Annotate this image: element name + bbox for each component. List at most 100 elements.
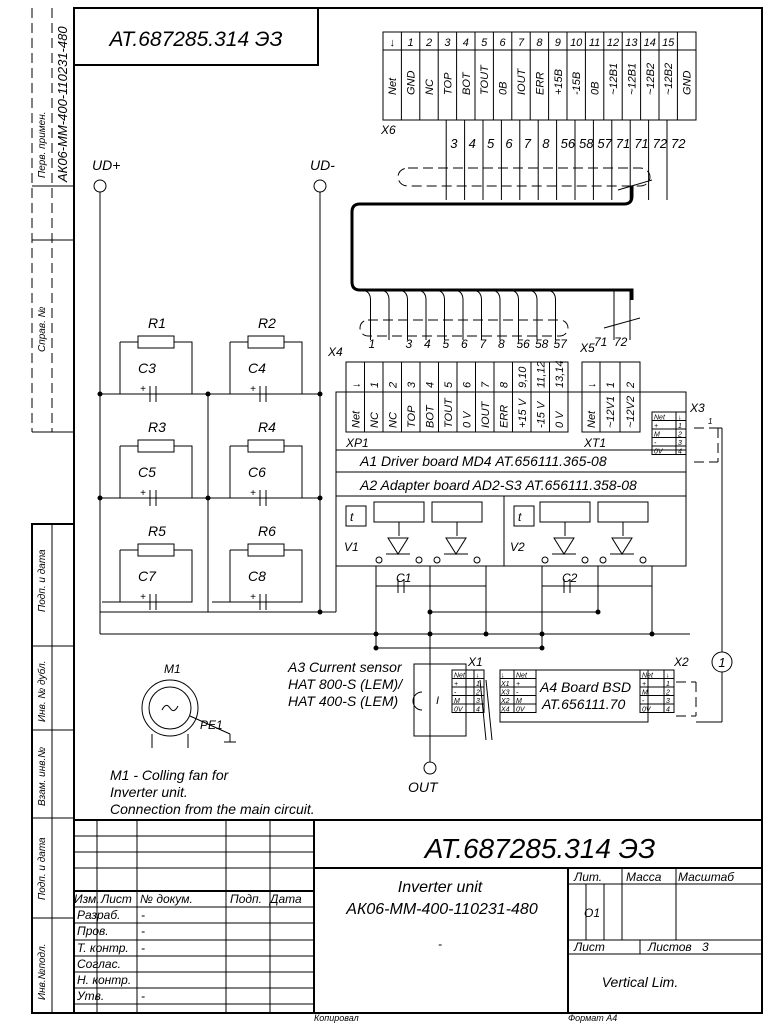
podp-data-label-2: Подп. и дата: [37, 837, 48, 900]
capacitor-label: C4: [248, 360, 266, 376]
inv-podl-label: Инв.№подл.: [37, 944, 48, 1001]
a1-label: A1 Driver board MD4 АТ.656111.365-08: [359, 453, 607, 469]
fan-inner-circle: [148, 686, 192, 730]
x1-cell-text: 1: [476, 681, 480, 688]
igbt-transistor: [431, 501, 483, 523]
x4-label: X4: [327, 345, 343, 359]
x3-cell-text: 3: [678, 440, 682, 447]
x4-pin-number: 3: [406, 381, 418, 388]
tb-role: Разраб.: [77, 908, 120, 922]
a4-cell-text: X1: [500, 681, 510, 688]
resistor-body: [137, 543, 175, 557]
ud-minus-terminal: [313, 179, 327, 193]
x3-cell-text: ↓: [678, 415, 682, 422]
x4-wire: [378, 289, 390, 340]
m1-note-3: Connection from the main circuit.: [110, 801, 315, 817]
rc-wire: [229, 549, 303, 603]
resistor-body: [247, 439, 285, 453]
junction-dot: [317, 391, 323, 397]
x1-cell-text: +: [454, 681, 458, 688]
cable-marker-number: 1: [718, 655, 725, 670]
a3-i-label: I: [436, 695, 439, 707]
x6-pin-number: 2: [425, 37, 432, 49]
hdr-podp: Подп.: [230, 892, 262, 906]
junction-dot: [427, 609, 433, 615]
x6-pin-number: 4: [463, 37, 469, 49]
igbt-transistor: [539, 501, 591, 523]
x2-cell-text: -: [642, 698, 645, 705]
resistor-label: R6: [258, 523, 276, 539]
x6-wire-number: 71: [616, 136, 630, 151]
x2-cell-text: M: [642, 690, 648, 697]
x6-pin-name: ~12B2: [645, 63, 657, 95]
x5-pin-number: 2: [625, 382, 637, 389]
massa-label: Масса: [626, 870, 662, 884]
x4-wire: [489, 289, 501, 340]
a3-title: A3 Current sensor: [287, 659, 403, 675]
rc-wire: [229, 341, 303, 395]
x3-cell: [675, 445, 687, 455]
resistor-label: R4: [258, 419, 276, 435]
x5-wire-72: 72: [614, 335, 628, 349]
title-name-2: АК06-ММ-400-110231-480: [345, 901, 538, 918]
x3-cell-text: M: [654, 432, 660, 439]
listov-value: 3: [702, 940, 709, 954]
inv-dubl-label: Инв. № дубл.: [36, 661, 48, 723]
x1-cell-text: 2: [475, 690, 480, 697]
x2-cell-text: Net: [642, 673, 654, 680]
a4-cell-text: -: [516, 690, 519, 697]
diode-icon: [387, 537, 409, 555]
cable-bus-2: [432, 288, 634, 300]
junction-dot: [483, 631, 489, 637]
x4-wire-number: 8: [498, 337, 505, 351]
x1-cell-text: Net: [454, 673, 466, 680]
xp1-label: XP1: [345, 436, 369, 450]
current-sensor-a3: A3 Current sensor HAT 800-S (LEM)/ HAT 4…: [287, 659, 493, 741]
diode-icon: [553, 537, 575, 555]
x6-pin-number: 15: [662, 37, 675, 49]
x4-wire: [471, 289, 482, 340]
igbt-transistor: [373, 501, 425, 523]
x1-cell-text: 0V: [454, 707, 464, 714]
x6-pin-name: TOUT: [479, 64, 491, 95]
igbt-transistor: [597, 501, 649, 523]
module-terminal: [433, 556, 441, 564]
hdr-izm: Изм.: [74, 892, 100, 906]
a4-cell-text: 0V: [516, 707, 526, 714]
junction-dot: [373, 645, 379, 651]
a3-line2: HAT 400-S (LEM): [288, 693, 398, 709]
x4-pin-name: TOP: [406, 405, 418, 428]
x2-cell-text: 2: [665, 690, 670, 697]
tb-role: Н. контр.: [77, 973, 131, 987]
c1-label: C1: [396, 571, 411, 585]
x3-cell-text: 0V: [654, 449, 664, 456]
resistor-body: [247, 335, 285, 349]
x6-pin-name: 0B: [590, 82, 602, 95]
v2-label: V2: [510, 540, 525, 554]
a4-line2: АТ.656111.70: [541, 696, 625, 712]
x4-pin-name: 0 V: [461, 410, 473, 428]
diode-icon: [611, 537, 633, 555]
x4-wire-number: 57: [554, 337, 569, 351]
tb-role: Утв.: [76, 989, 104, 1003]
x6-pin-number: 6: [500, 37, 507, 49]
tb-role: Соглас.: [77, 957, 121, 971]
x6-pin-name: ~12B1: [626, 63, 638, 95]
x4-wire-number: 6: [461, 337, 468, 351]
x6-wire-number: 8: [542, 136, 550, 151]
module-terminal: [375, 556, 383, 564]
x6-pin-number: 8: [536, 37, 543, 49]
top-doc-number: АТ.687285.314 ЭЗ: [108, 28, 283, 51]
capacitor-label: C8: [248, 568, 266, 584]
perv-primen-value: АК06-ММ-400-110231-480: [55, 26, 70, 183]
x6-wire-number: 72: [653, 136, 668, 151]
driver-board-outline: [335, 391, 687, 567]
x6-pin-name: ~12B1: [608, 63, 620, 95]
resistor-label: R1: [148, 315, 166, 331]
x4-pin-number: 6: [461, 381, 473, 388]
podp-data-label-1: Подп. и дата: [37, 549, 48, 612]
resistor-label: R2: [258, 315, 276, 331]
title-name-1: Inverter unit: [398, 879, 483, 896]
